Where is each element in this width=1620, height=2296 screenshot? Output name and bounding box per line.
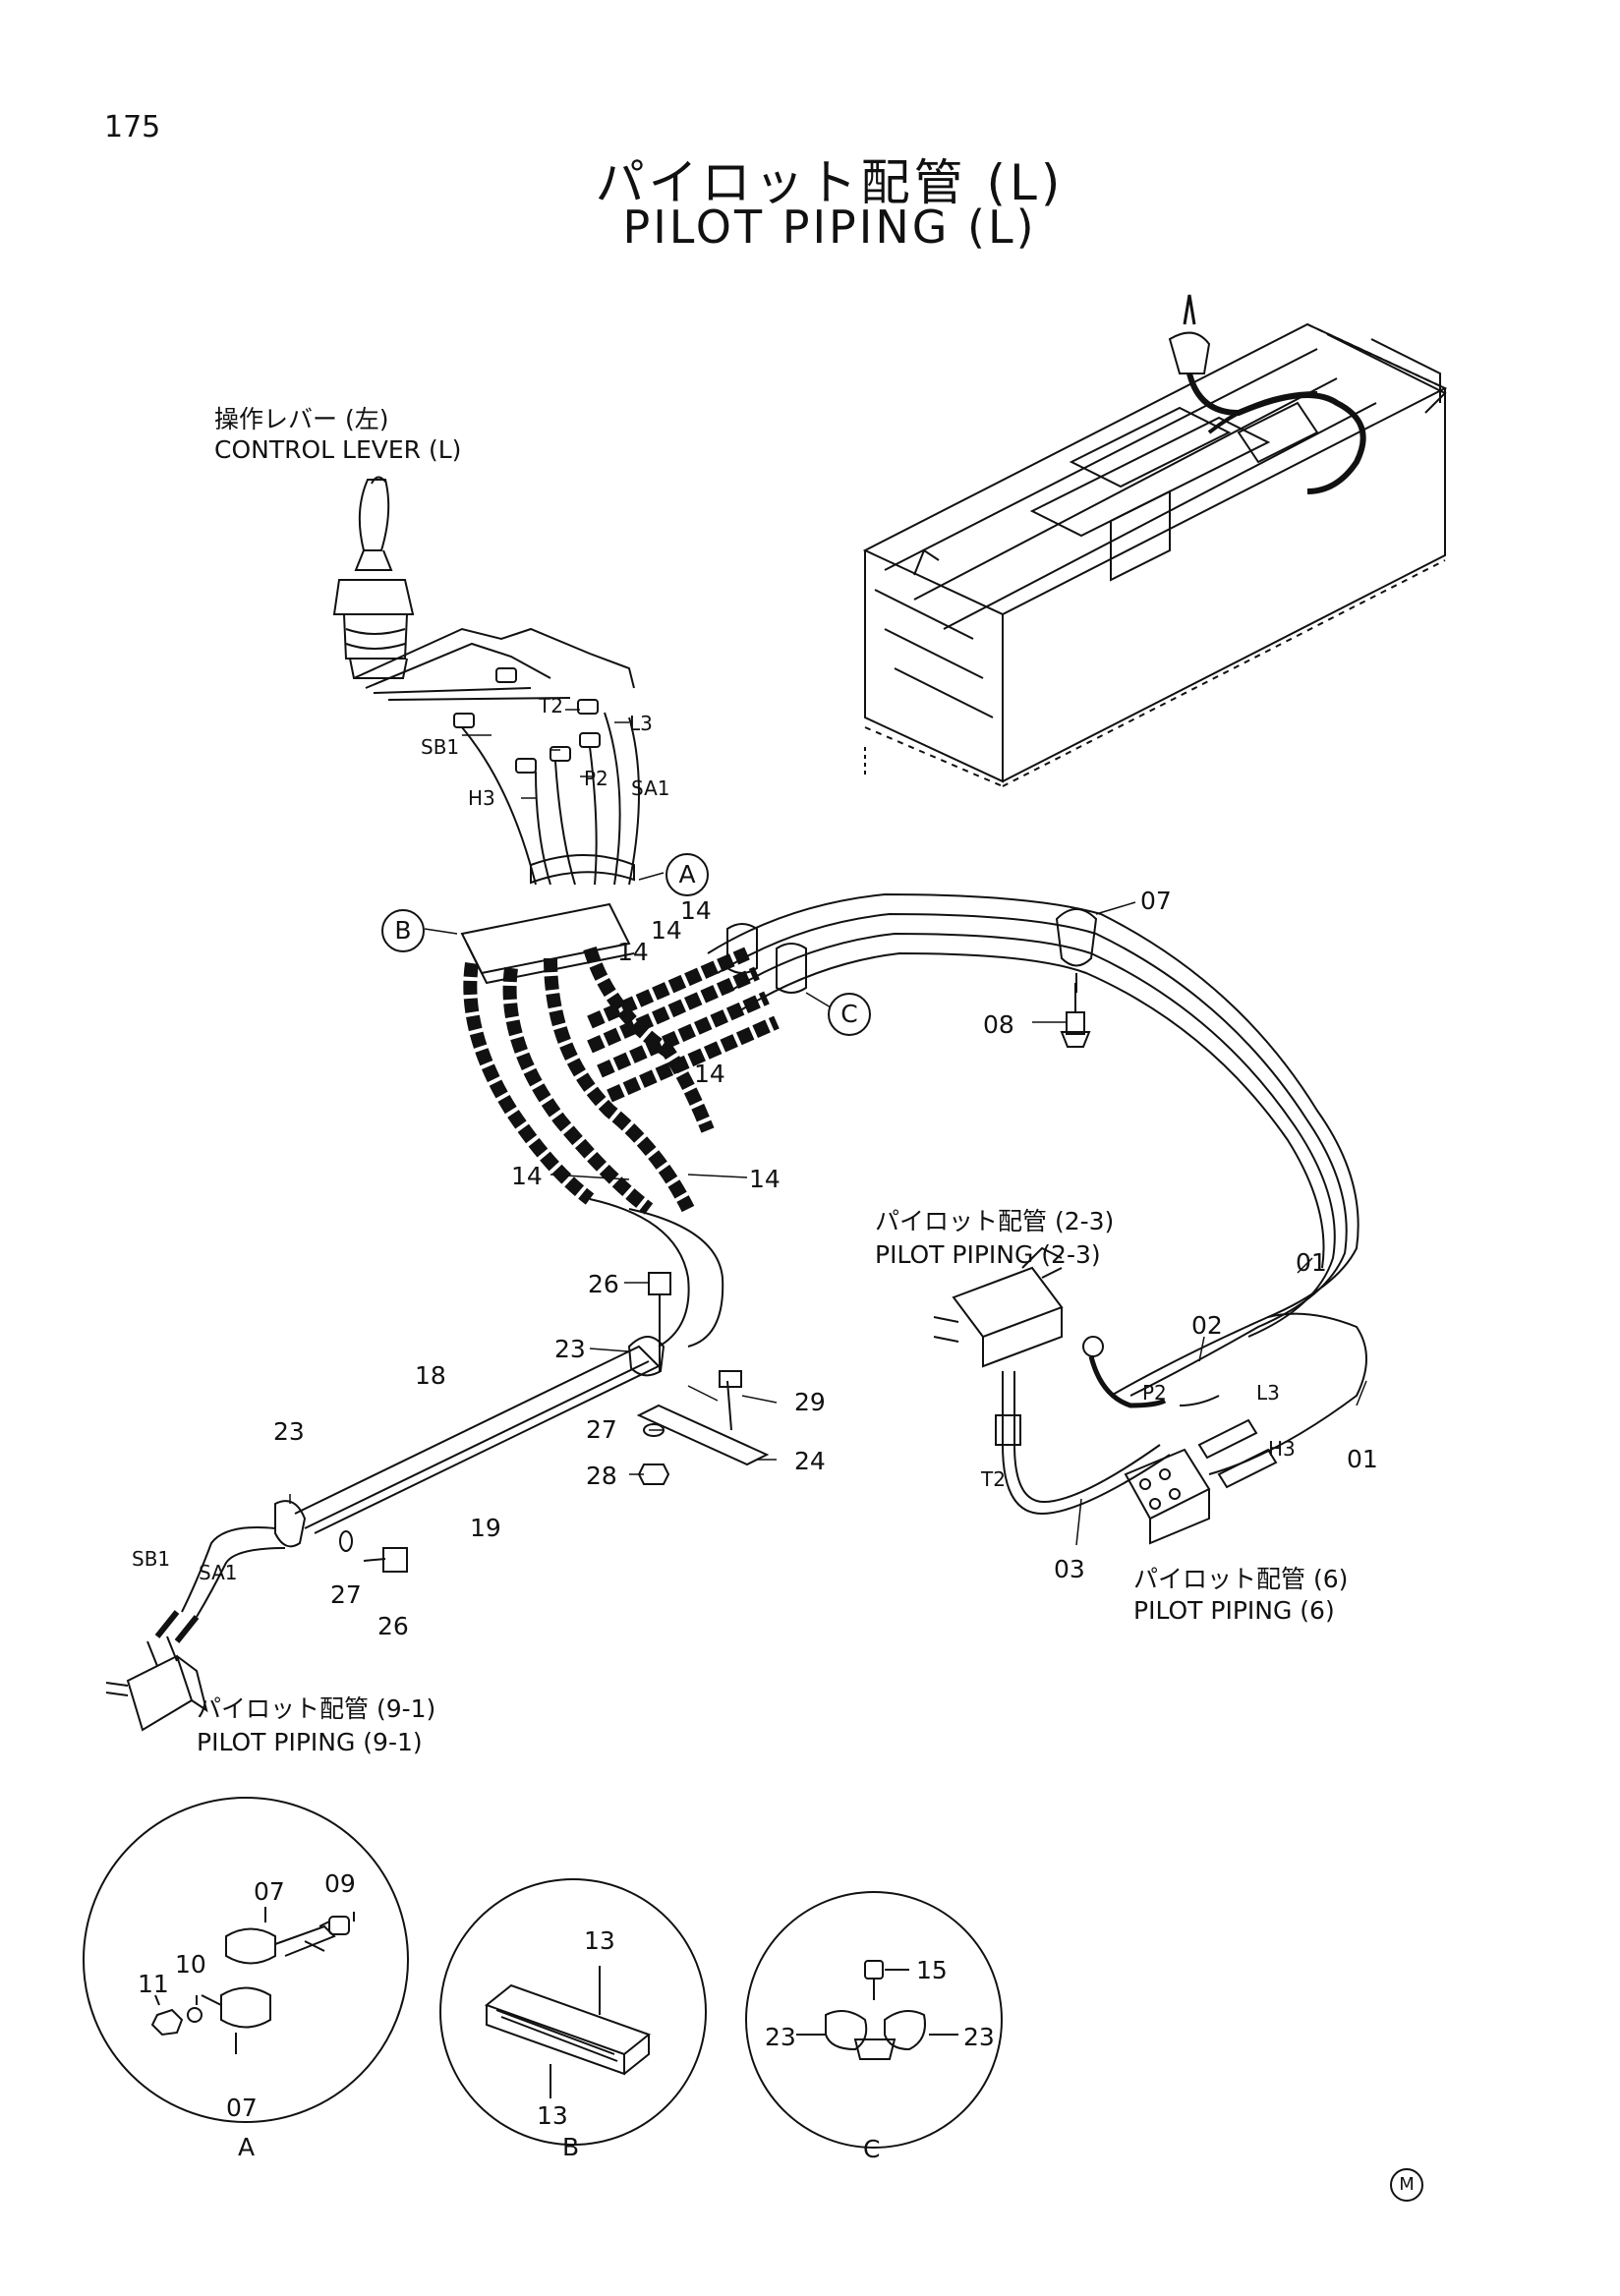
corner-mark: M bbox=[1390, 2168, 1423, 2202]
page-number: 175 bbox=[104, 110, 161, 144]
detail-a-label: A bbox=[238, 2133, 256, 2161]
detail-mark-c: C bbox=[828, 993, 871, 1036]
pilot-piping-6-label-en: PILOT PIPING (6) bbox=[1133, 1596, 1335, 1625]
pilot-piping-2-3-label-jp: パイロット配管 (2-3) bbox=[875, 1207, 1115, 1235]
part-number-14-d: 14 bbox=[694, 1060, 725, 1088]
part-number-03: 03 bbox=[1054, 1555, 1085, 1583]
detail-a-part-07-bottom: 07 bbox=[226, 2094, 258, 2122]
detail-b-illustration bbox=[484, 1966, 652, 2098]
part-number-23-top: 23 bbox=[554, 1335, 586, 1363]
detail-b-part-13-top: 13 bbox=[584, 1926, 615, 1955]
plate-24-assembly bbox=[339, 1272, 770, 1573]
part-number-14-f: 14 bbox=[749, 1165, 781, 1193]
detail-c-part-23-left: 23 bbox=[765, 2023, 796, 2051]
part-number-29: 29 bbox=[794, 1388, 826, 1416]
control-lever-label-jp: 操作レバー (左) bbox=[214, 405, 389, 433]
part-number-08: 08 bbox=[983, 1010, 1014, 1039]
part-number-14-a: 14 bbox=[680, 896, 712, 925]
port-label-sa1-bottom: SA1 bbox=[199, 1561, 238, 1584]
port-label-sb1-bottom: SB1 bbox=[132, 1547, 171, 1571]
detail-a-illustration bbox=[150, 1907, 355, 2054]
port-label-p2-right: P2 bbox=[1142, 1381, 1167, 1405]
lower-pipes bbox=[154, 1198, 724, 1643]
pilot-piping-9-1-label-jp: パイロット配管 (9-1) bbox=[197, 1694, 436, 1723]
control-lever-illustration bbox=[332, 476, 635, 701]
detail-b-label: B bbox=[562, 2133, 580, 2161]
pilot-piping-9-1-label-en: PILOT PIPING (9-1) bbox=[197, 1728, 423, 1756]
pilot-piping-2-3-component bbox=[933, 1246, 1171, 1516]
pilot-piping-6-component bbox=[1124, 1418, 1278, 1545]
pilot-piping-6-label-jp: パイロット配管 (6) bbox=[1133, 1565, 1349, 1593]
part-number-27-bottom: 27 bbox=[330, 1580, 362, 1609]
part-number-26-top: 26 bbox=[588, 1270, 619, 1298]
long-pilot-lines bbox=[707, 892, 1367, 1475]
part-number-27-top: 27 bbox=[586, 1415, 617, 1444]
detail-mark-a: A bbox=[665, 853, 709, 896]
port-label-h3-right: H3 bbox=[1268, 1437, 1296, 1461]
port-label-t2: T2 bbox=[539, 694, 563, 718]
title-japanese: パイロット配管 (L) bbox=[595, 154, 1065, 211]
part-number-02: 02 bbox=[1191, 1311, 1223, 1340]
part-number-14-e: 14 bbox=[511, 1162, 543, 1190]
part-number-01-a: 01 bbox=[1296, 1248, 1327, 1277]
detail-a-part-07-top: 07 bbox=[254, 1877, 285, 1906]
control-lever-label-en: CONTROL LEVER (L) bbox=[214, 435, 462, 464]
port-label-l3: L3 bbox=[629, 712, 653, 735]
part-number-23-left: 23 bbox=[273, 1417, 305, 1446]
part-number-18: 18 bbox=[415, 1361, 446, 1390]
port-label-p2: P2 bbox=[584, 767, 608, 790]
port-label-sa1: SA1 bbox=[631, 776, 670, 800]
title-english: PILOT PIPING (L) bbox=[622, 201, 1037, 254]
detail-a-part-10: 10 bbox=[175, 1950, 206, 1979]
bolt-08 bbox=[1060, 983, 1091, 1048]
detail-circles bbox=[83, 1797, 1003, 2149]
detail-c-part-23-right: 23 bbox=[963, 2023, 995, 2051]
detail-c-illustration bbox=[796, 1960, 958, 2060]
detail-mark-b: B bbox=[381, 909, 425, 952]
part-number-14-b: 14 bbox=[651, 916, 682, 945]
cab-overview-illustration bbox=[862, 294, 1448, 787]
part-number-01-b: 01 bbox=[1347, 1445, 1378, 1473]
port-label-h3: H3 bbox=[468, 786, 495, 810]
lever-fittings bbox=[453, 667, 601, 774]
part-number-24: 24 bbox=[794, 1447, 826, 1475]
port-label-l3-right: L3 bbox=[1256, 1381, 1280, 1405]
port-label-sb1: SB1 bbox=[421, 735, 460, 759]
pilot-piping-2-3-label-en: PILOT PIPING (2-3) bbox=[875, 1240, 1101, 1269]
part-number-28: 28 bbox=[586, 1462, 617, 1490]
detail-b-part-13-bottom: 13 bbox=[537, 2101, 568, 2130]
detail-c-label: C bbox=[863, 2135, 881, 2163]
part-number-07: 07 bbox=[1140, 887, 1172, 915]
detail-c-part-15: 15 bbox=[916, 1956, 948, 1984]
leader-lines bbox=[289, 709, 1367, 1546]
valve-block-9-1 bbox=[105, 1636, 208, 1732]
part-number-19: 19 bbox=[470, 1514, 501, 1542]
detail-a-part-09: 09 bbox=[324, 1869, 356, 1898]
pilot-hoses-bundle bbox=[460, 712, 780, 1215]
part-number-14-c: 14 bbox=[617, 938, 649, 966]
port-label-t2-right: T2 bbox=[981, 1467, 1006, 1491]
detail-a-part-11: 11 bbox=[138, 1970, 169, 1998]
part-number-26-bottom: 26 bbox=[377, 1612, 409, 1640]
